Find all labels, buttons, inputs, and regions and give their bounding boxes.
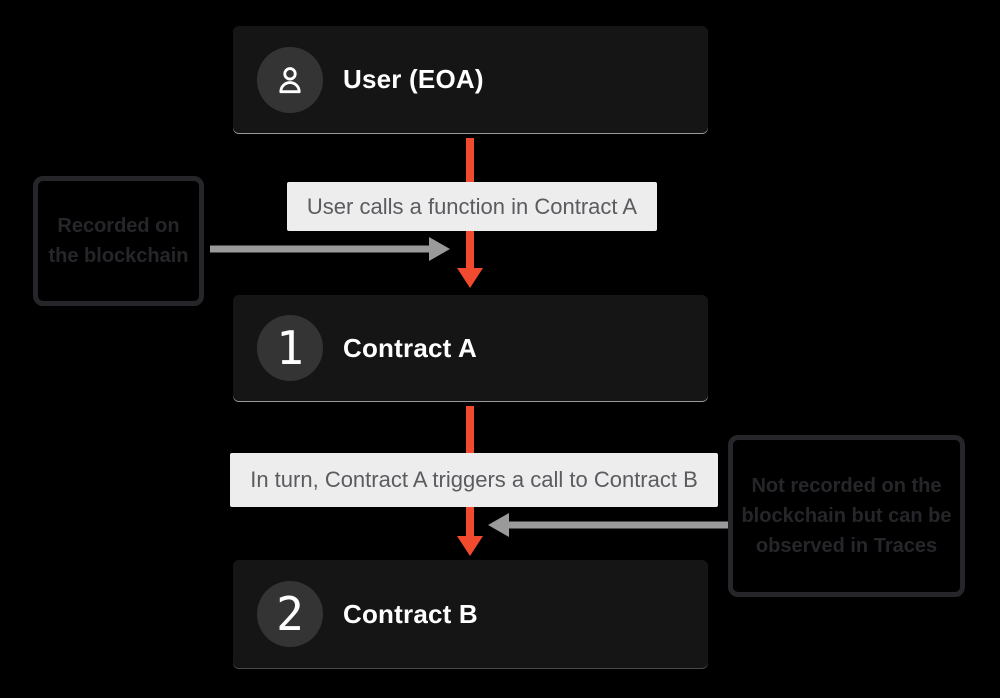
node-title-contract-b: Contract B (343, 598, 478, 629)
step-number-1: 1 (276, 321, 304, 375)
flow-label-call-2: In turn, Contract A triggers a call to C… (230, 453, 718, 507)
user-icon (279, 66, 301, 93)
node-contract-a: 1 Contract A (233, 295, 708, 401)
user-avatar (257, 46, 323, 113)
note-arrow-recorded (210, 237, 450, 261)
note-recorded-on-blockchain: Recorded on the blockchain (33, 176, 204, 306)
node-title-user: User (EOA) (343, 64, 484, 94)
node-title-contract-a: Contract A (343, 332, 477, 363)
note-arrow-not-recorded (488, 513, 728, 537)
step-badge-2: 2 (257, 581, 323, 647)
note-not-recorded-traces: Not recorded on the blockchain but can b… (728, 435, 965, 597)
step-badge-1: 1 (257, 315, 323, 381)
node-user-eoa: User (EOA) (233, 26, 708, 133)
step-number-2: 2 (276, 587, 304, 641)
flow-label-call-1: User calls a function in Contract A (287, 182, 657, 231)
node-contract-b: 2 Contract B (233, 560, 708, 668)
